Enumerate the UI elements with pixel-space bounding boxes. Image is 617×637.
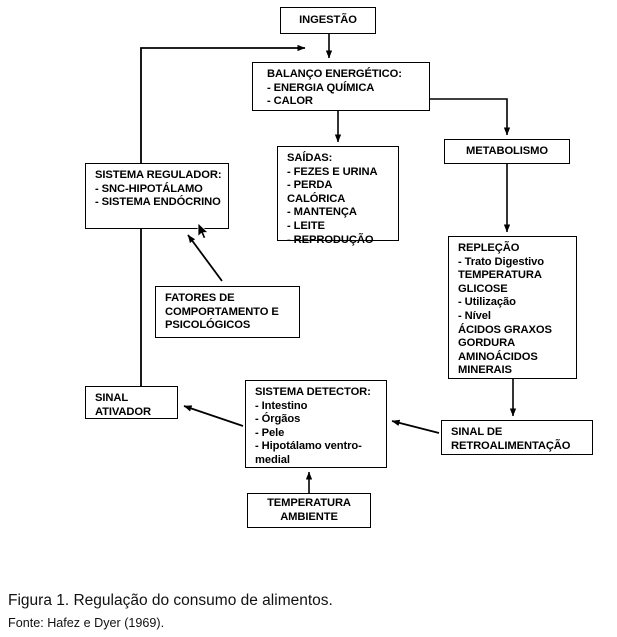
- node-fatores-comportamento[interactable]: FATORES DE COMPORTAMENTO E PSICOLÓGICOS: [155, 286, 300, 338]
- node-saidas[interactable]: SAÍDAS: - FEZES E URINA - PERDA CALÓRICA…: [277, 146, 399, 246]
- node-temperatura-ambiente[interactable]: TEMPERATURA AMBIENTE: [247, 493, 371, 528]
- edge-fatores-to-regulador: [187, 234, 223, 282]
- node-balanco-energetico[interactable]: BALANÇO ENERGÉTICO: - ENERGIA QUÍMICA - …: [252, 62, 430, 111]
- node-sinal-ativador[interactable]: SINAL ATIVADOR: [85, 386, 178, 419]
- edge-detector-to-sinal-ativador: [183, 405, 244, 427]
- node-replecao[interactable]: REPLEÇÃO - Trato Digestivo TEMPERATURA G…: [448, 236, 577, 379]
- edge-regulador-to-balanco: [140, 44, 306, 163]
- edge-retroalimentacao-to-detector: [391, 419, 440, 434]
- figure-caption-title: Figura 1. Regulação do consumo de alimen…: [8, 592, 333, 609]
- node-sistema-regulador[interactable]: SISTEMA REGULADOR: - SNC-HIPOTÁLAMO - SI…: [85, 163, 229, 229]
- mouse-cursor-icon: [197, 222, 209, 240]
- figure-caption-source: Fonte: Hafez e Dyer (1969).: [8, 616, 165, 630]
- node-sistema-detector[interactable]: SISTEMA DETECTOR: - Intestino - Órgãos -…: [245, 380, 387, 468]
- node-sinal-retroalimentacao[interactable]: SINAL DE RETROALIMENTAÇÃO: [441, 420, 593, 455]
- node-metabolismo[interactable]: METABOLISMO: [444, 139, 570, 164]
- node-ingestao[interactable]: INGESTÃO: [280, 7, 376, 34]
- edge-balanco-to-metabolismo: [430, 98, 511, 136]
